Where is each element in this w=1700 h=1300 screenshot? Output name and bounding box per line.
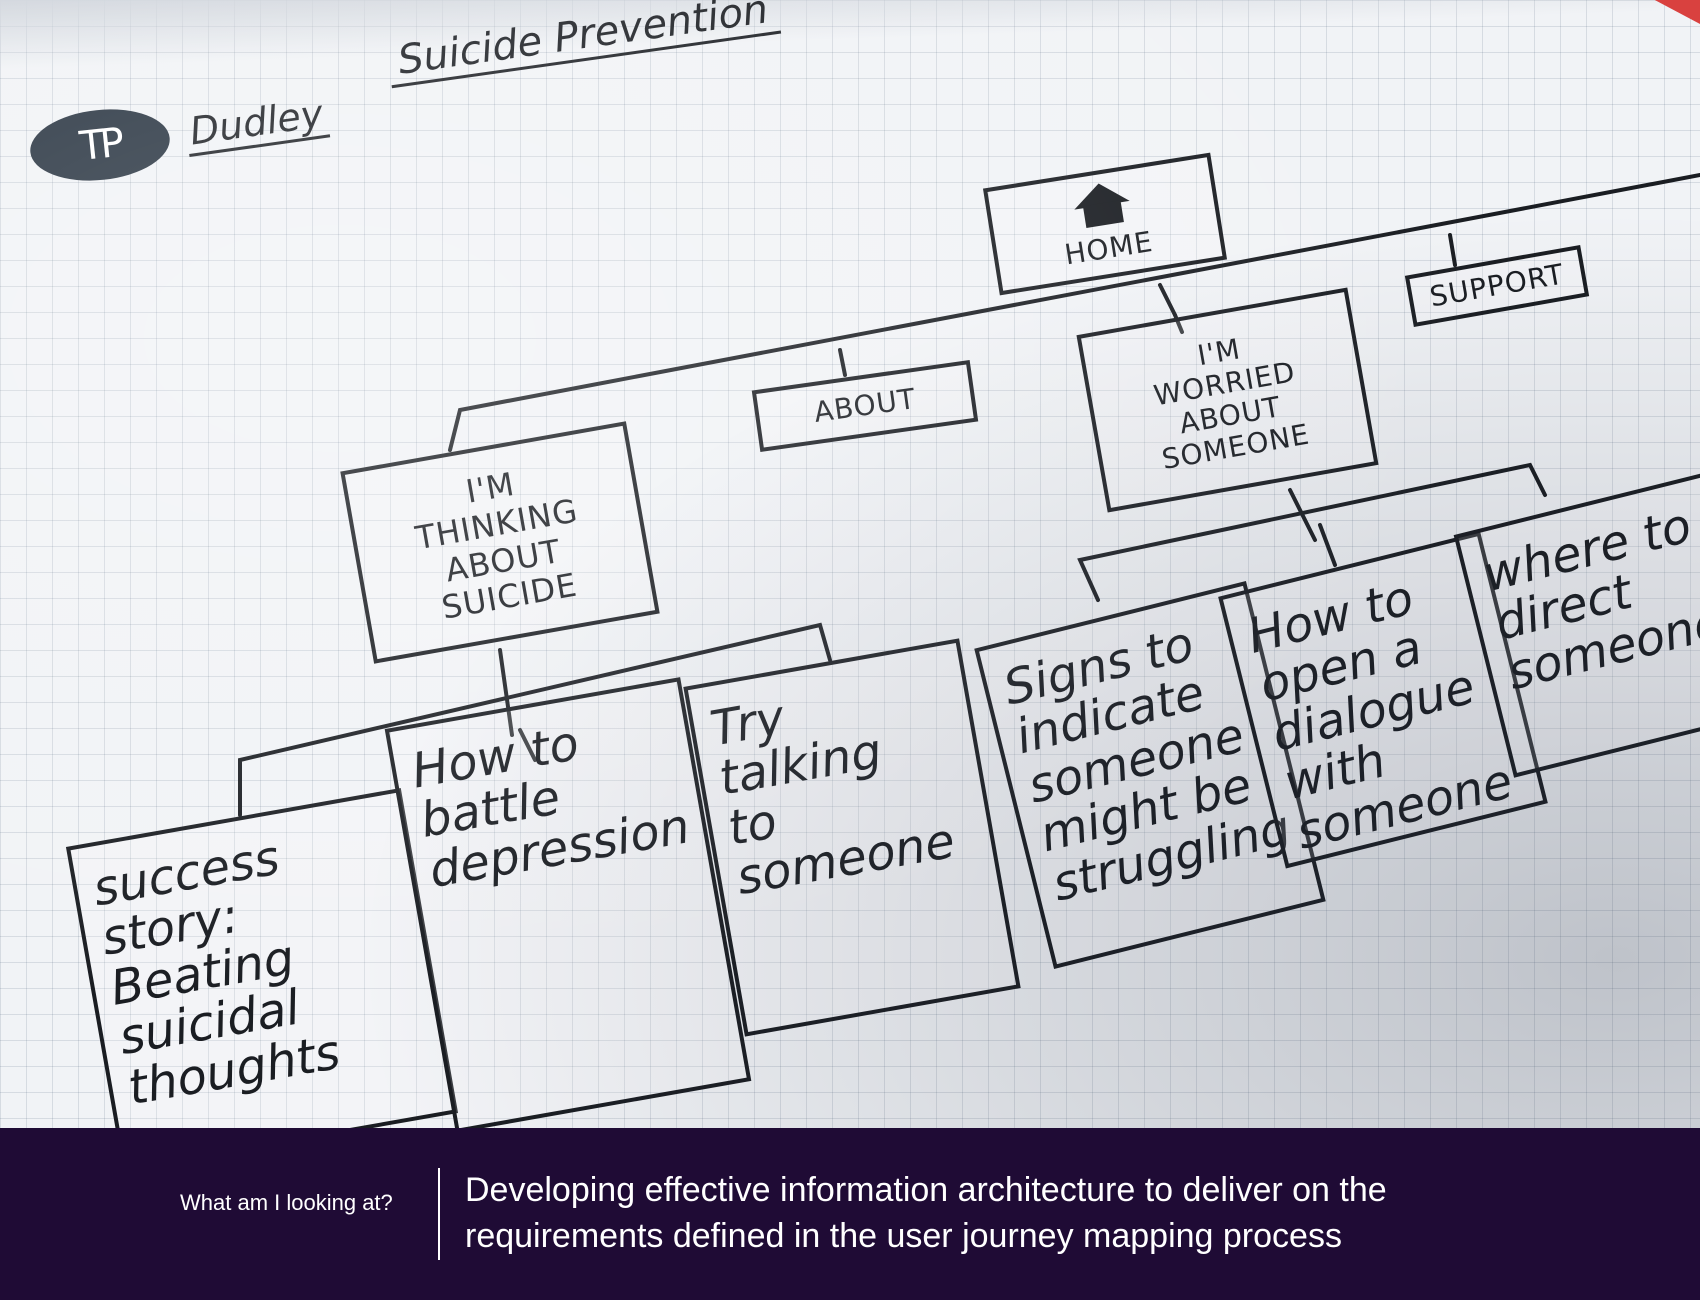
caption-divider: [438, 1168, 440, 1260]
sketch-photo: TP Dudley Suicide Prevention HOME SUPPOR…: [0, 0, 1700, 1128]
node-success-story: success story: Beating suicidal thoughts: [65, 787, 459, 1128]
caption-bar: What am I looking at? Developing effecti…: [0, 1128, 1700, 1300]
caption-label: What am I looking at?: [180, 1190, 393, 1215]
connector-lines: [238, 173, 1700, 817]
node-about-label: ABOUT: [811, 381, 918, 429]
caption-line-2: requirements defined in the user journey…: [465, 1216, 1342, 1255]
node-home-label: HOME: [1062, 224, 1156, 272]
house-icon: [1071, 179, 1133, 229]
caption-line-1: Developing effective information archite…: [465, 1171, 1387, 1209]
caption-text: Developing effective information archite…: [465, 1168, 1615, 1260]
